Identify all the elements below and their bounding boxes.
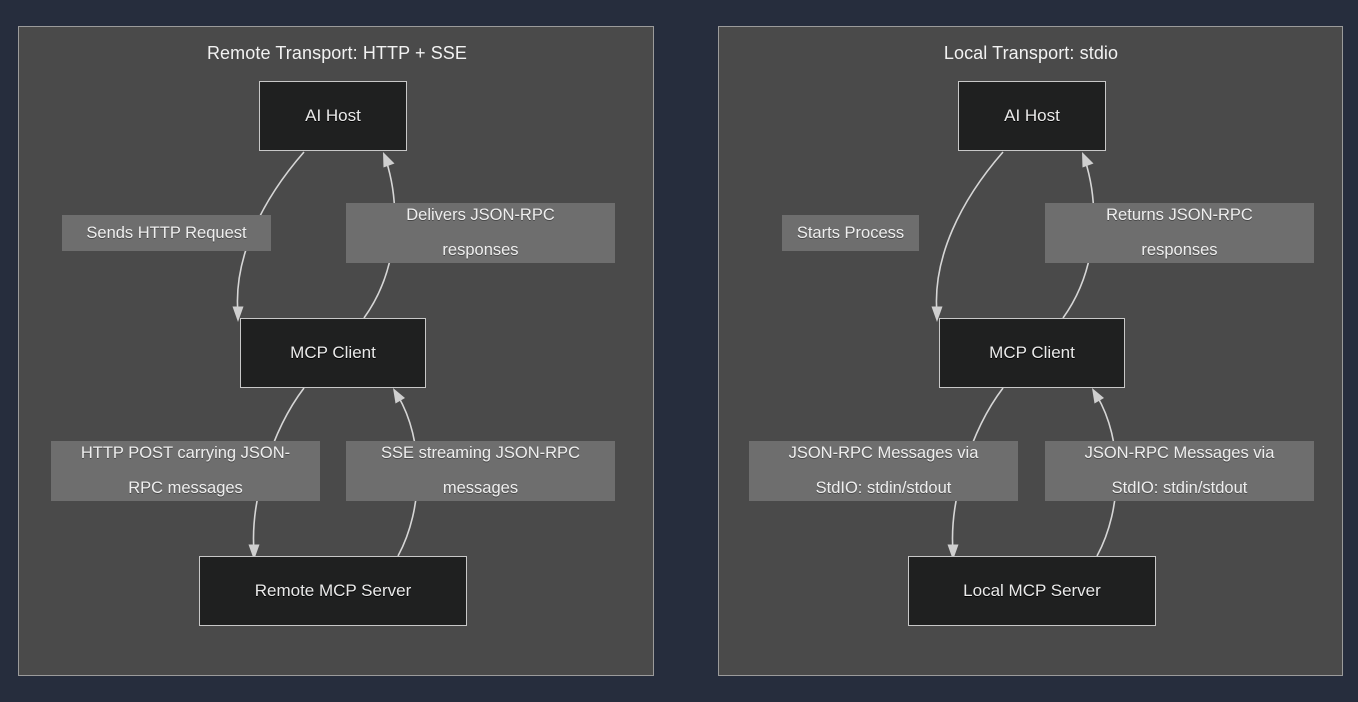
node-remote-mcp-server[interactable]: Remote MCP Server [199, 556, 467, 626]
node-remote-ai-host[interactable]: AI Host [259, 81, 407, 151]
edge-label-sse-streaming-json-rpc-messages: SSE streaming JSON-RPC messages [346, 441, 615, 501]
edge-label-starts-process: Starts Process [782, 215, 919, 251]
edge-label-stdio-messages-client-to-server: JSON-RPC Messages via StdIO: stdin/stdou… [749, 441, 1018, 501]
edge-label-sends-http-request: Sends HTTP Request [62, 215, 271, 251]
subgraph-remote-title: Remote Transport: HTTP + SSE [206, 43, 468, 63]
edge-label-http-post-json-rpc-messages: HTTP POST carrying JSON- RPC messages [51, 441, 320, 501]
node-local-mcp-client-label: MCP Client [989, 343, 1075, 362]
node-remote-mcp-client[interactable]: MCP Client [240, 318, 426, 388]
edge-label-returns-json-rpc-responses: Returns JSON-RPC responses [1045, 203, 1314, 263]
subgraph-local-title: Local Transport: stdio [943, 43, 1119, 63]
node-local-ai-host-label: AI Host [1004, 106, 1060, 125]
edge-label-stdio-messages-server-to-client: JSON-RPC Messages via StdIO: stdin/stdou… [1045, 441, 1314, 501]
node-remote-ai-host-label: AI Host [305, 106, 361, 125]
node-remote-mcp-client-label: MCP Client [290, 343, 376, 362]
node-local-mcp-server-label: Local MCP Server [963, 581, 1101, 600]
node-local-mcp-server[interactable]: Local MCP Server [908, 556, 1156, 626]
node-remote-mcp-server-label: Remote MCP Server [254, 581, 412, 600]
node-local-mcp-client[interactable]: MCP Client [939, 318, 1125, 388]
edge-label-delivers-json-rpc-responses: Delivers JSON-RPC responses [346, 203, 615, 263]
node-local-ai-host[interactable]: AI Host [958, 81, 1106, 151]
